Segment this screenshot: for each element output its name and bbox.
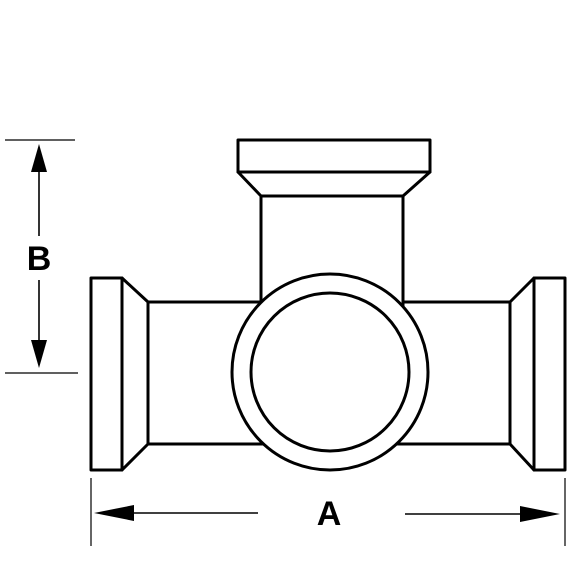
left-flange-taper [120, 276, 150, 472]
right-flange-cap [532, 276, 567, 472]
right-flange-taper [508, 276, 536, 472]
left-flange-cap [89, 276, 124, 472]
dimension-a: A [90, 478, 566, 546]
top-flange-cap [236, 138, 432, 174]
fitting-body [89, 138, 567, 472]
dimension-a-label: A [317, 495, 342, 533]
top-flange-taper [236, 170, 432, 198]
dimension-b-label: B [27, 240, 52, 278]
dimension-a-left-arrowhead [94, 505, 134, 521]
dimension-b-down-arrowhead [31, 340, 47, 368]
front-outlet-bore [249, 291, 411, 453]
dimension-b: B [5, 139, 78, 374]
dimension-a-right-arrowhead [520, 506, 560, 522]
dimension-b-up-arrowhead [31, 144, 47, 172]
